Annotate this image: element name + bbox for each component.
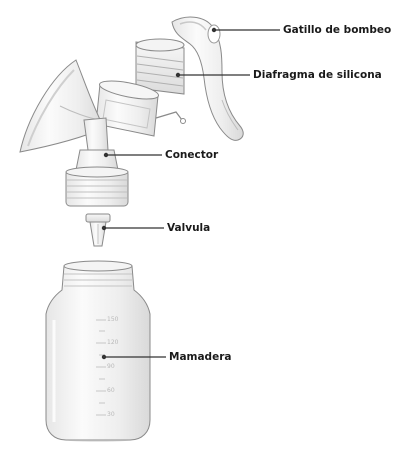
leader-dot-valve xyxy=(101,225,107,231)
leader-lines xyxy=(101,27,280,360)
bottle-graduation-120: 120 xyxy=(107,339,119,346)
label-connector: Conector xyxy=(165,149,219,161)
silicone-diaphragm-part xyxy=(135,38,185,95)
bottle-part xyxy=(45,260,151,442)
connector-part xyxy=(65,149,129,207)
bottle-graduation-90: 90 xyxy=(107,363,115,370)
leader-dot-diaphragm xyxy=(175,72,181,78)
label-bottle: Mamadera xyxy=(169,351,232,363)
leader-dot-trigger xyxy=(211,27,217,33)
valve-part xyxy=(85,213,111,247)
label-silicone-diaphragm: Diafragma de silicona xyxy=(253,69,382,81)
bottle-graduation-150: 150 xyxy=(107,316,119,323)
bottle-graduation-60: 60 xyxy=(107,387,115,394)
bottle-graduation-30: 30 xyxy=(107,411,115,418)
pump-trigger-part xyxy=(171,16,244,141)
leader-dot-connector xyxy=(103,152,109,158)
label-pump-trigger: Gatillo de bombeo xyxy=(283,24,392,36)
pump-body-part xyxy=(95,80,186,137)
leader-dot-bottle xyxy=(101,354,107,360)
label-valve: Valvula xyxy=(167,222,211,234)
breast-shield-part xyxy=(19,59,109,153)
